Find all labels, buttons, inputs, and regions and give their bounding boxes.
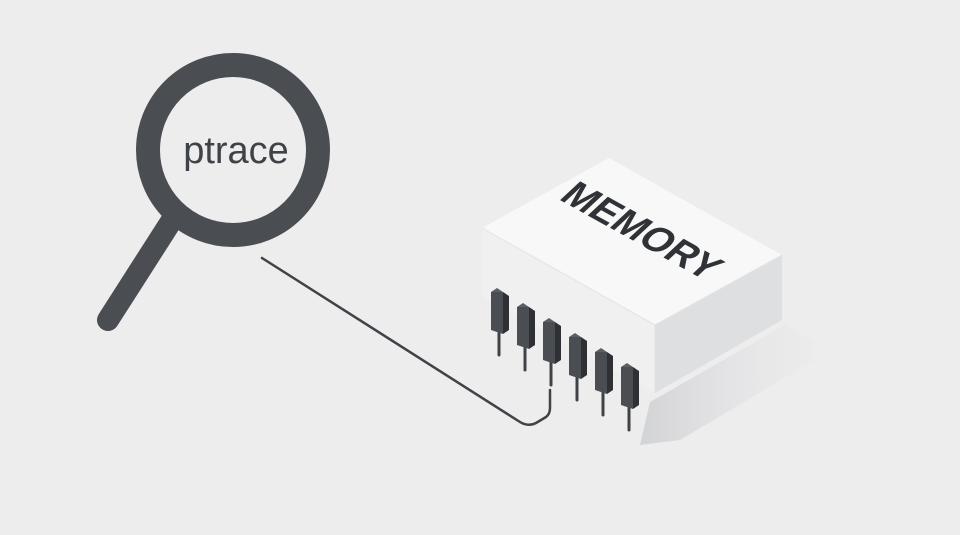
chip-right-face [655,255,782,393]
chip-top-face [482,158,782,325]
chip-pin [569,333,587,402]
magnifying-glass-icon: ptrace [97,53,330,331]
chip-pins [491,288,639,432]
chip-front-face [482,228,655,393]
chip-pin [517,303,535,372]
probe-wire [260,256,552,426]
chip-pin [595,348,613,417]
magnifier-lens [136,53,330,247]
magnifier-handle [97,209,183,331]
chip-pin [543,318,561,387]
chip-shadow [640,325,815,445]
memory-chip-icon: MEMORY [481,158,783,432]
chip-pin [621,363,639,432]
magnifier-label: ptrace [183,130,289,172]
chip-pin [491,288,509,357]
